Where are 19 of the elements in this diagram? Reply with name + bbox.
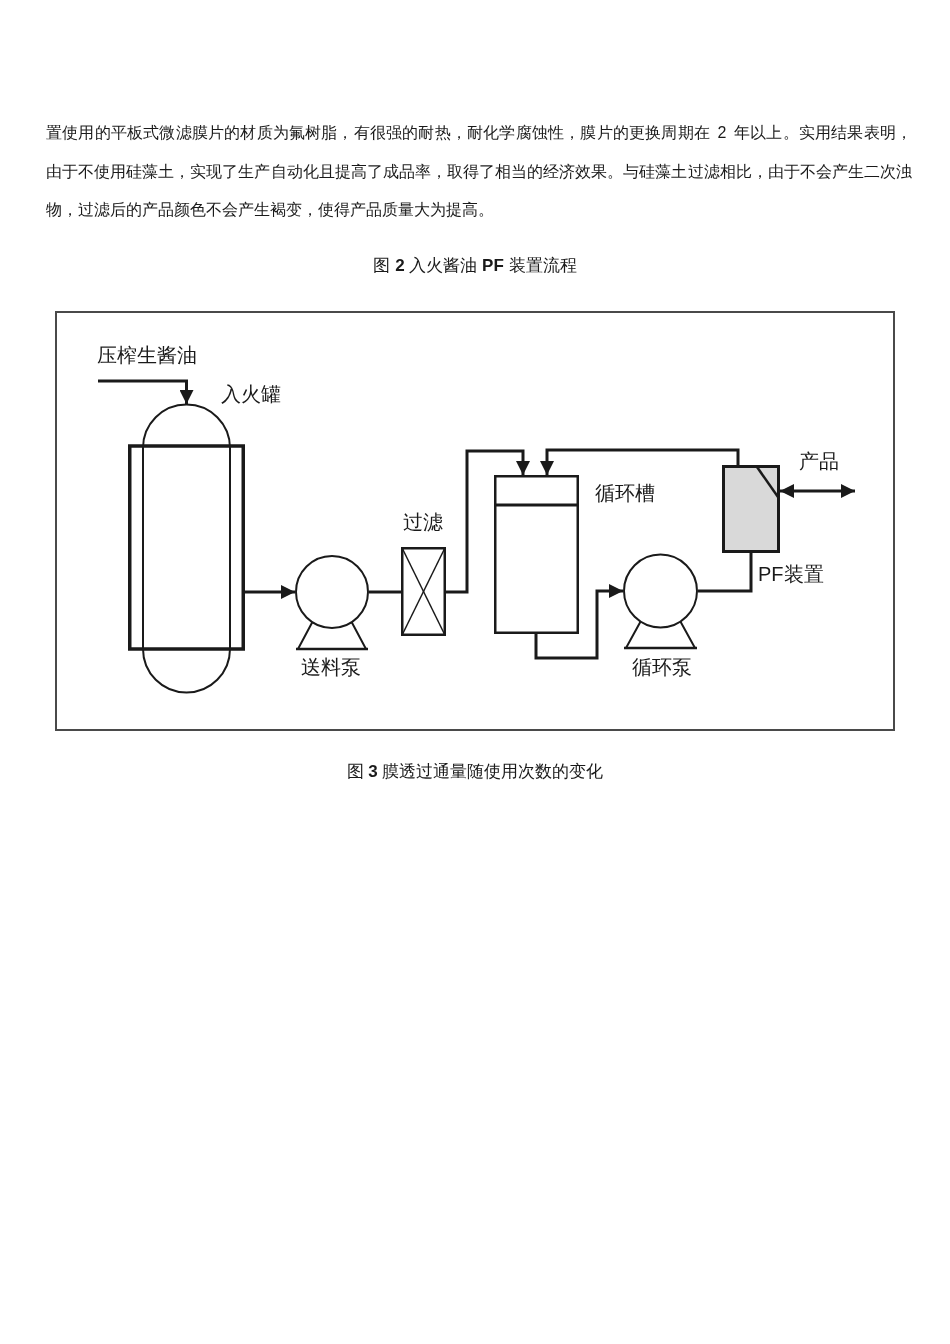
inlet-label: 压榨生酱油 <box>97 345 197 366</box>
tank-label: 循环槽 <box>595 483 655 504</box>
pump-label: 送料泵 <box>301 657 361 678</box>
flow-arrow <box>534 584 623 660</box>
unit-label: PF装置 <box>758 564 824 585</box>
body-paragraph: 置使用的平板式微滤膜片的材质为氟树脂，有很强的耐热，耐化学腐蚀性，膜片的更换周期在 2 年以上。实用结果表明，由于不使用硅藻土，实现了生产自动化且提高了成品率，取得了相当的经济效果。与硅藻土过滤相比，由于不会产生二次浊物，过滤后的产品颜色不会产生褐变，使得产品质量大为提高。 <box>46 123 912 220</box>
filter-label: 过滤 <box>403 512 443 533</box>
pipe-line <box>698 553 753 593</box>
flow-arrow <box>245 585 295 599</box>
flow-arrow <box>98 379 194 404</box>
flow-arrow <box>446 449 530 594</box>
edge-label: 产品 <box>799 451 839 472</box>
double-arrow <box>780 484 855 498</box>
figure-caption: 图 3 膜透过通量随使用次数的变化 <box>346 761 604 783</box>
pipe-line <box>369 590 401 594</box>
figure-title: 图 2 入火酱油 PF 装置流程 <box>373 255 577 277</box>
tank-label: 入火罐 <box>221 384 281 405</box>
flow-arrow <box>540 448 740 475</box>
pump-label: 循环泵 <box>632 657 692 678</box>
